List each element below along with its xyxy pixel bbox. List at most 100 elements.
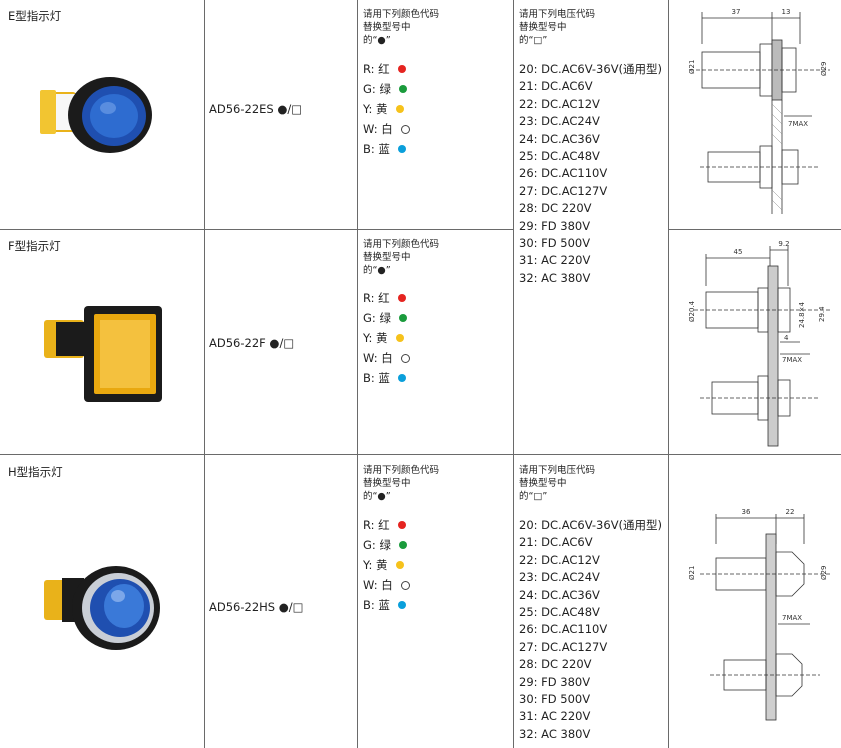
instr-line: 请用下列颜色代码 [363, 9, 440, 20]
color-label: R: 红 [363, 518, 390, 532]
yellow-dot-icon [395, 561, 404, 569]
dim-length: 45 [734, 248, 743, 256]
row-1-color-instructions: 请用下列颜色代码 替换型号中 的“●” [363, 8, 439, 47]
voltage-item: 30: FD 500V [519, 235, 591, 250]
color-label: Y: 黄 [363, 331, 388, 345]
voltage-item: 32: AC 380V [519, 270, 591, 285]
instr-line: 替换型号中 [519, 22, 567, 33]
color-label: Y: 黄 [363, 558, 388, 572]
e-type-dimension-drawing: 37 13 Ø21 Ø29 7MAX [688, 8, 830, 214]
model-code: AD56-22ES [209, 102, 274, 116]
color-item: Y: 黄 [363, 328, 410, 348]
red-dot-icon [397, 65, 406, 73]
row-3-color-list: R: 红 G: 绿 Y: 黄 W: 白 B: 蓝 [363, 515, 410, 615]
voltage-item: 29: FD 380V [519, 218, 591, 233]
voltage-instructions-bottom: 请用下列电压代码 替换型号中 的“□” [519, 464, 595, 503]
instr-line: 替换型号中 [363, 22, 411, 33]
color-label: W: 白 [363, 122, 393, 136]
dim-flange: 13 [782, 8, 791, 16]
blue-dot-icon [397, 374, 406, 382]
instr-line: 的“●” [363, 35, 391, 46]
instr-line: 替换型号中 [519, 478, 567, 489]
column-divider [357, 0, 358, 748]
voltage-item: 26: DC.AC110V [519, 166, 608, 181]
instr-line: 的“□” [519, 35, 548, 46]
row-divider [668, 229, 841, 230]
voltage-item: 27: DC.AC127V [519, 183, 608, 198]
white-dot-icon [400, 580, 410, 590]
voltage-list-top: 20: DC.AC6V-36V(通用型) 21: DC.AC6V 22: DC.… [519, 61, 662, 287]
h-type-dimension-drawing: 36 22 Ø21 Ø29 7MAX [688, 508, 830, 721]
voltage-item: 28: DC 220V [519, 657, 592, 672]
row-3-model: AD56-22HS ●/□ [209, 600, 304, 614]
color-label: G: 绿 [363, 538, 391, 552]
dim-dia-right: Ø29 [820, 566, 828, 580]
dim-length: 36 [742, 508, 751, 516]
model-code: AD56-22HS [209, 600, 276, 614]
voltage-item: 32: AC 380V [519, 726, 591, 741]
dim-max: 7MAX [788, 120, 808, 128]
green-dot-icon [398, 85, 407, 93]
color-label: R: 红 [363, 62, 390, 76]
instr-line: 请用下列颜色代码 [363, 239, 440, 250]
instr-line: 的“□” [519, 491, 548, 502]
f-type-lamp-image [44, 306, 162, 402]
f-type-dimension-drawing: 45 9.2 Ø20.4 24.8×4 29.4 4 7MAX [688, 240, 830, 447]
voltage-item: 29: FD 380V [519, 674, 591, 689]
row-divider [0, 229, 513, 230]
voltage-item: 21: DC.AC6V [519, 79, 593, 94]
voltage-instructions-top: 请用下列电压代码 替换型号中 的“□” [519, 8, 595, 47]
white-dot-icon [400, 124, 410, 134]
column-divider [204, 0, 205, 748]
voltage-item: 31: AC 220V [519, 253, 591, 268]
voltage-item: 22: DC.AC12V [519, 96, 600, 111]
voltage-item: 20: DC.AC6V-36V(通用型) [519, 62, 663, 76]
dim-dia-left: Ø21 [688, 566, 696, 580]
color-item: R: 红 [363, 515, 410, 535]
instr-line: 的“●” [363, 491, 391, 502]
voltage-item: 24: DC.AC36V [519, 587, 600, 602]
voltage-item: 23: DC.AC24V [519, 570, 600, 585]
blue-dot-icon [397, 601, 406, 609]
color-item: B: 蓝 [363, 595, 410, 615]
color-item: R: 红 [363, 288, 410, 308]
voltage-item: 20: DC.AC6V-36V(通用型) [519, 518, 663, 532]
row-1-title: E型指示灯 [8, 9, 62, 23]
instr-line: 替换型号中 [363, 252, 411, 263]
red-dot-icon [397, 294, 406, 302]
voltage-item: 23: DC.AC24V [519, 114, 600, 129]
row-1-color-list: R: 红 G: 绿 Y: 黄 W: 白 B: 蓝 [363, 59, 410, 159]
color-label: Y: 黄 [363, 102, 388, 116]
voltage-item: 31: AC 220V [519, 709, 591, 724]
color-item: G: 绿 [363, 535, 410, 555]
color-item: G: 绿 [363, 308, 410, 328]
model-code: AD56-22F [209, 336, 266, 350]
blue-dot-icon [397, 145, 406, 153]
dim-max: 7MAX [782, 614, 802, 622]
dim-side: 29.4 [818, 306, 826, 322]
instr-line: 请用下列颜色代码 [363, 465, 440, 476]
color-item: W: 白 [363, 348, 410, 368]
color-item: W: 白 [363, 119, 410, 139]
yellow-dot-icon [395, 334, 404, 342]
row-2-color-instructions: 请用下列颜色代码 替换型号中 的“●” [363, 238, 439, 277]
voltage-item: 25: DC.AC48V [519, 604, 600, 619]
voltage-item: 22: DC.AC12V [519, 552, 600, 567]
dim-dia-right: Ø29 [820, 62, 828, 76]
dim-square: 24.8×4 [798, 302, 806, 328]
row-divider [0, 454, 841, 455]
voltage-item: 25: DC.AC48V [519, 148, 600, 163]
column-divider [513, 0, 514, 748]
dim-dia-left: Ø20.4 [688, 300, 696, 322]
voltage-item: 24: DC.AC36V [519, 131, 600, 146]
voltage-item: 26: DC.AC110V [519, 622, 608, 637]
voltage-item: 30: FD 500V [519, 691, 591, 706]
model-suffix: ●/□ [269, 336, 295, 350]
yellow-dot-icon [395, 105, 404, 113]
row-2-color-list: R: 红 G: 绿 Y: 黄 W: 白 B: 蓝 [363, 288, 410, 388]
color-item: W: 白 [363, 575, 410, 595]
dim-flange: 22 [786, 508, 795, 516]
color-item: Y: 黄 [363, 555, 410, 575]
color-item: B: 蓝 [363, 139, 410, 159]
